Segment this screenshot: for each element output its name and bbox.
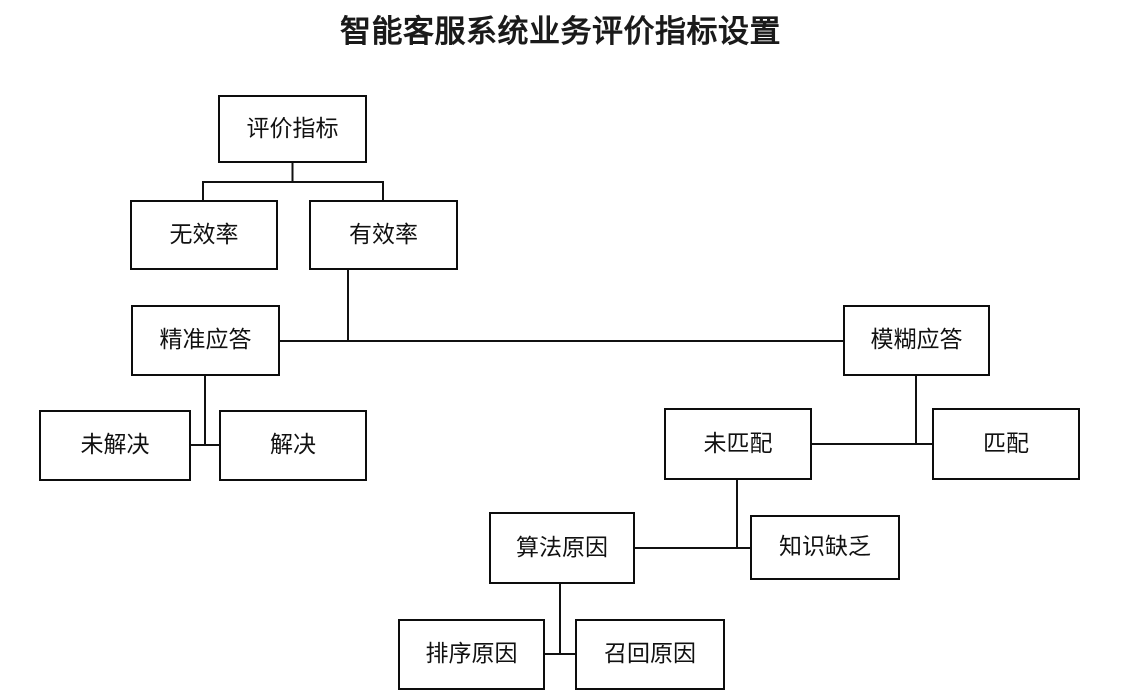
node-label: 无效率 bbox=[169, 221, 239, 248]
node-label: 模糊应答 bbox=[870, 327, 963, 353]
node-label: 解决 bbox=[270, 432, 316, 458]
node-ranking[interactable]: 排序原因 bbox=[398, 619, 545, 690]
edge-unmatched-to-algorithm bbox=[635, 480, 739, 550]
node-unsolved[interactable]: 未解决 bbox=[39, 410, 191, 481]
node-fuzzy[interactable]: 模糊应答 bbox=[843, 305, 990, 376]
node-label: 评价指标 bbox=[246, 115, 339, 142]
node-matched[interactable]: 匹配 bbox=[932, 408, 1080, 480]
node-label: 精准应答 bbox=[159, 327, 252, 353]
edge-algorithm-to-ranking bbox=[545, 584, 562, 656]
node-label: 未解决 bbox=[80, 432, 150, 458]
node-label: 排序原因 bbox=[425, 641, 518, 667]
edge-valid-to-precise bbox=[280, 270, 350, 343]
node-recall[interactable]: 召回原因 bbox=[575, 619, 725, 690]
node-valid[interactable]: 有效率 bbox=[309, 200, 458, 270]
node-precise[interactable]: 精准应答 bbox=[131, 305, 280, 376]
node-label: 匹配 bbox=[983, 430, 1029, 457]
edge-precise-to-unsolved bbox=[191, 376, 207, 447]
edge-root-to-invalid bbox=[201, 163, 294, 200]
node-label: 知识缺乏 bbox=[779, 534, 871, 560]
node-solved[interactable]: 解决 bbox=[219, 410, 367, 481]
node-knowledge[interactable]: 知识缺乏 bbox=[750, 515, 900, 580]
node-label: 未匹配 bbox=[703, 430, 773, 457]
node-label: 召回原因 bbox=[604, 641, 696, 667]
node-root[interactable]: 评价指标 bbox=[218, 95, 367, 163]
node-label: 算法原因 bbox=[516, 534, 608, 561]
node-unmatched[interactable]: 未匹配 bbox=[664, 408, 812, 480]
node-algorithm[interactable]: 算法原因 bbox=[489, 512, 635, 584]
edge-fuzzy-to-unmatched bbox=[812, 376, 918, 446]
edge-root-to-valid bbox=[292, 180, 385, 200]
page-title: 智能客服系统业务评价指标设置 bbox=[340, 14, 781, 50]
node-invalid[interactable]: 无效率 bbox=[130, 200, 278, 270]
node-label: 有效率 bbox=[349, 221, 418, 248]
